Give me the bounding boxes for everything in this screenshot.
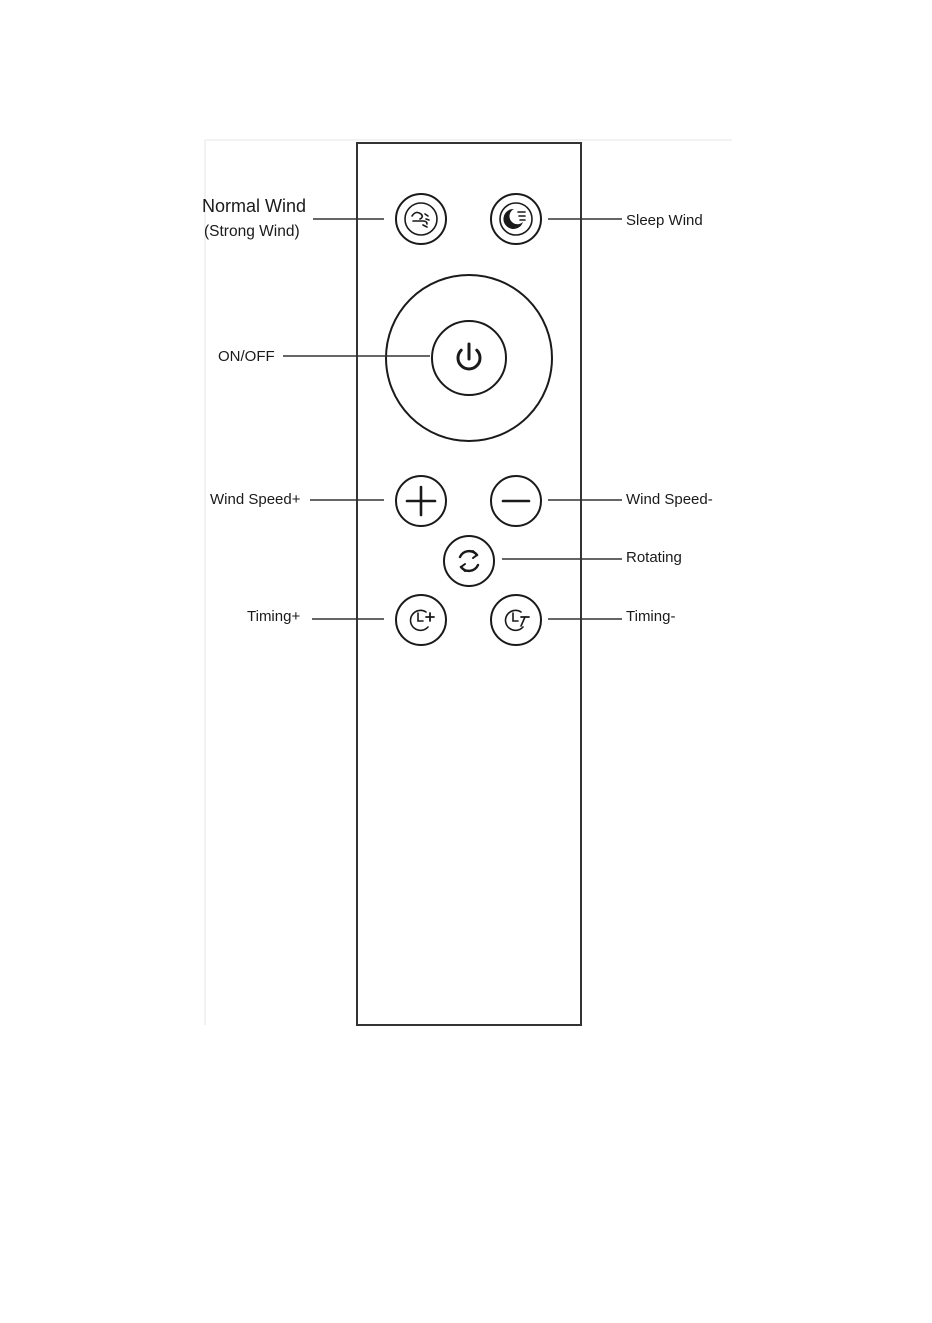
label-wind-speed-minus: Wind Speed-: [626, 491, 713, 508]
label-timing-plus: Timing+: [247, 608, 300, 625]
label-rotating: Rotating: [626, 549, 682, 566]
wind-speed-minus-button[interactable]: [491, 476, 541, 526]
normal-wind-button[interactable]: [396, 194, 446, 244]
wind-speed-plus-button[interactable]: [396, 476, 446, 526]
rotating-button[interactable]: [444, 536, 494, 586]
label-on-off: ON/OFF: [218, 348, 275, 365]
timing-minus-button[interactable]: [491, 595, 541, 645]
label-normal-wind: Normal Wind: [202, 196, 306, 216]
power-button[interactable]: [432, 321, 506, 395]
label-timing-minus: Timing-: [626, 608, 675, 625]
sleep-wind-button[interactable]: [491, 194, 541, 244]
label-strong-wind: (Strong Wind): [204, 223, 300, 240]
timing-plus-button[interactable]: [396, 595, 446, 645]
label-wind-speed-plus: Wind Speed+: [210, 491, 301, 508]
label-sleep-wind: Sleep Wind: [626, 212, 703, 229]
